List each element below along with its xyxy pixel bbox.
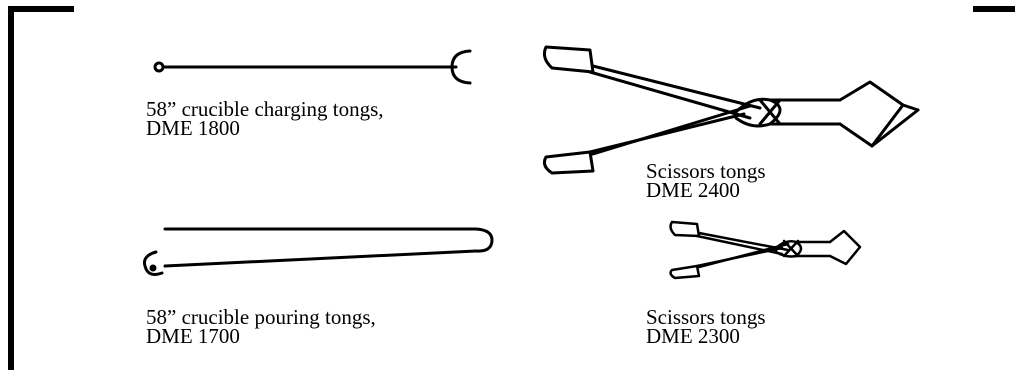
caption-pouring-line2: DME 1700 — [146, 324, 240, 348]
caption-charging-line1: 58” crucible charging tongs, — [146, 97, 384, 121]
caption-charging-tongs: 58” crucible charging tongs, DME 1800 — [146, 97, 384, 140]
caption-pouring-line1: 58” crucible pouring tongs, — [146, 305, 376, 329]
caption-scissors-large-line2: DME 2400 — [646, 178, 740, 202]
caption-charging-line2: DME 1800 — [146, 116, 240, 140]
pouring-tongs-drawing — [143, 227, 494, 276]
scissors-tongs-large-drawing — [543, 45, 920, 175]
caption-scissors-large-line1: Scissors tongs — [646, 159, 766, 183]
caption-pouring-tongs: 58” crucible pouring tongs, DME 1700 — [146, 305, 376, 348]
caption-scissors-large: Scissors tongs DME 2400 — [646, 159, 766, 202]
caption-scissors-small-line2: DME 2300 — [646, 324, 740, 348]
scissors-tongs-small-drawing — [669, 220, 862, 280]
caption-scissors-small: Scissors tongs DME 2300 — [646, 305, 766, 348]
frame-left-bar — [8, 6, 14, 370]
frame-top-right-bar — [973, 6, 1015, 12]
charging-tongs-drawing — [153, 49, 472, 85]
caption-scissors-small-line1: Scissors tongs — [646, 305, 766, 329]
frame-top-left-bar — [8, 6, 74, 12]
